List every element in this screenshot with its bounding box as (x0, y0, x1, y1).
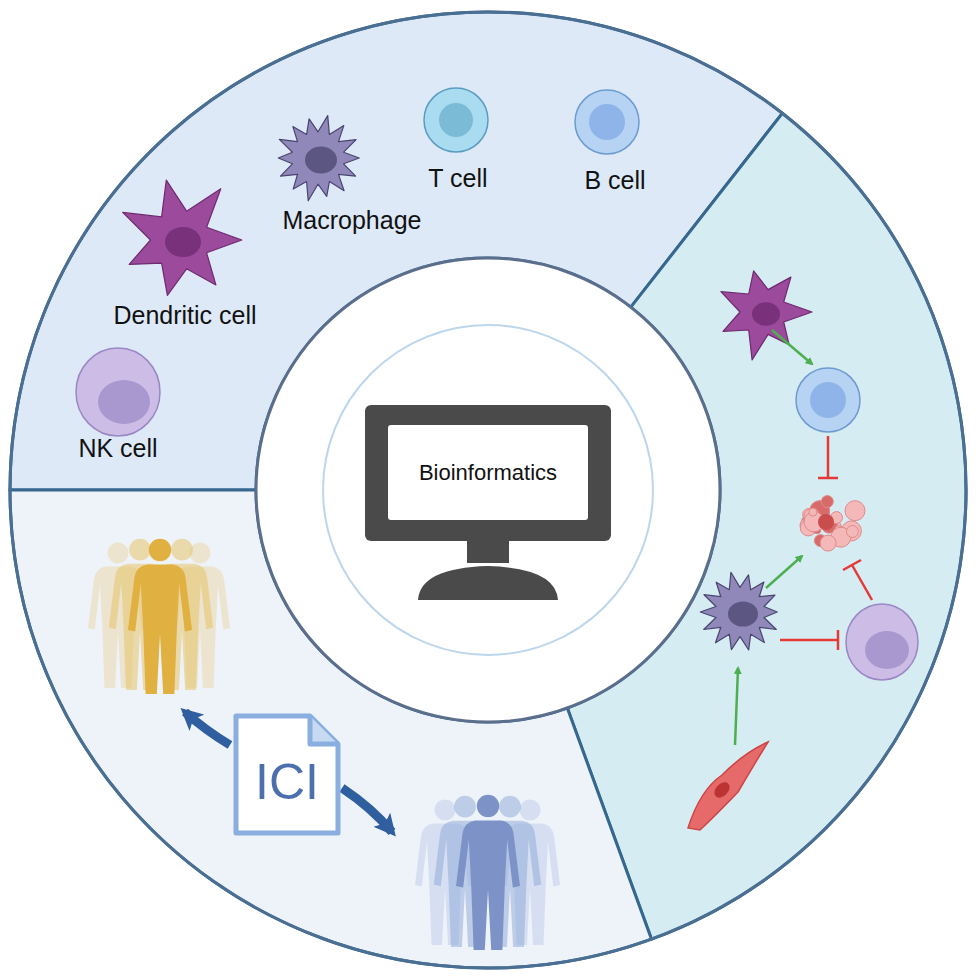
cell-shape (123, 180, 242, 295)
node-text: Bioinformatics (419, 460, 557, 486)
cell-label: NK cell (78, 434, 157, 463)
cell-shape (820, 535, 836, 551)
cell-shape (305, 147, 337, 174)
document-outline (236, 716, 338, 833)
document-fold (310, 716, 338, 744)
cell-shape (728, 601, 758, 626)
document-icon: ICI (232, 712, 342, 837)
cell-label: B cell (584, 166, 645, 195)
cell-shape (809, 508, 817, 516)
cell-label: Dendritic cell (113, 301, 256, 330)
node-text: ICI (255, 753, 319, 811)
monitor-screen: Bioinformatics (388, 425, 588, 520)
cell-shape (752, 302, 780, 326)
cell-label: Macrophage (283, 206, 422, 235)
cell-shape (278, 116, 359, 201)
cell-label: T cell (428, 164, 487, 193)
cell-shape (165, 227, 201, 257)
cell-shape (721, 271, 812, 360)
cell-shape (821, 496, 833, 508)
cell-shape (846, 526, 858, 538)
cell-shape (700, 572, 777, 650)
cell-shape (818, 514, 834, 530)
cell-shape (845, 501, 865, 521)
